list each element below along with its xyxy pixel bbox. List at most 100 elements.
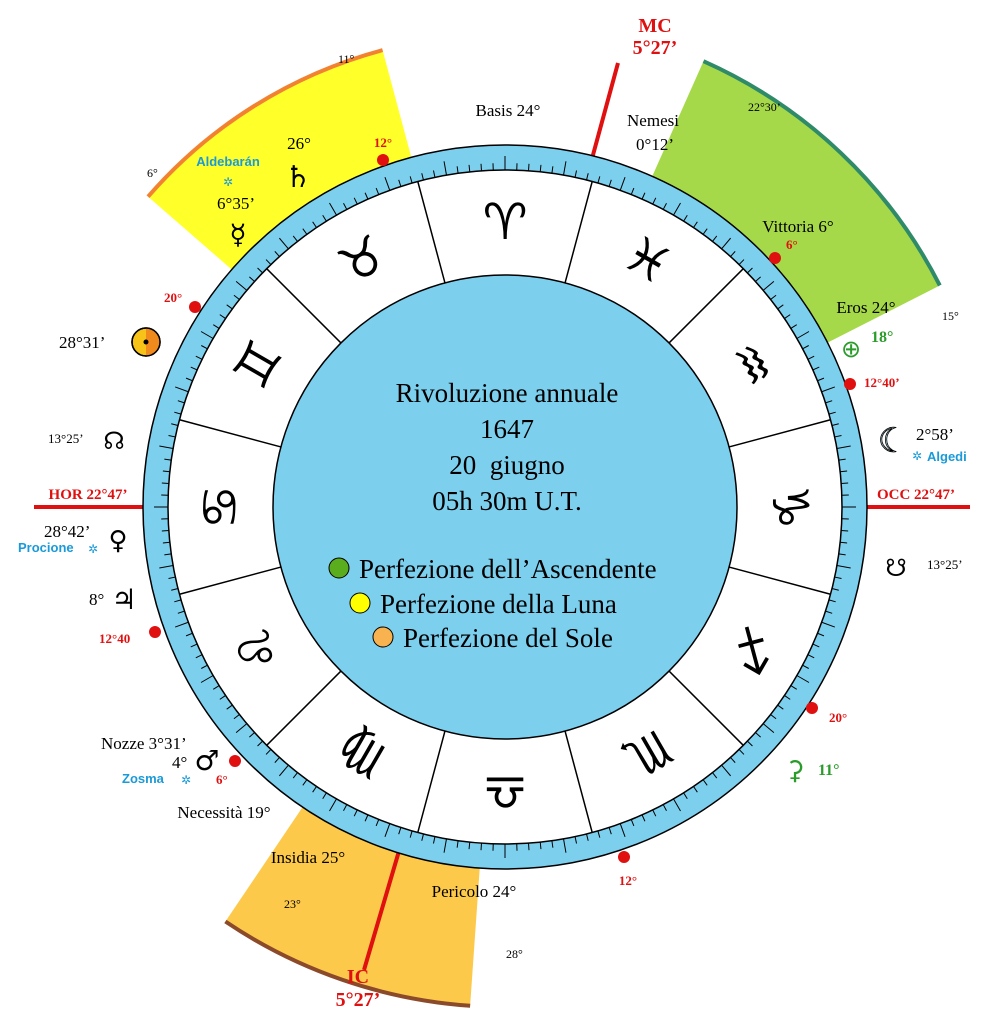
- degree-tick: [375, 819, 380, 827]
- marker-dot-12-top: [377, 154, 389, 166]
- star-aldebaran-icon: ✲: [223, 175, 233, 189]
- degree-tick: [702, 779, 708, 786]
- degree-tick: [201, 664, 208, 669]
- sign-divider: [179, 419, 282, 448]
- degree-tick: [630, 819, 635, 827]
- marker-dot-6-right: [769, 252, 781, 264]
- center-disc: [272, 274, 738, 740]
- sign-divider: [179, 566, 282, 595]
- degree-tick: [608, 179, 612, 187]
- degree-tick: [343, 203, 348, 210]
- degree-tick: [200, 331, 214, 339]
- degree-tick: [586, 173, 589, 181]
- degree-tick: [747, 740, 753, 747]
- earth-icon: ⊕: [841, 335, 861, 363]
- degree-tick: [796, 331, 810, 339]
- sign-divider: [728, 566, 831, 595]
- marker-label-12-bottom: 12°: [619, 873, 637, 888]
- degree-tick: [817, 632, 825, 637]
- degree-tick: [551, 166, 554, 174]
- yellow-sector-end: 11°: [338, 52, 355, 66]
- degree-tick: [840, 470, 848, 473]
- mc-label: MC: [638, 15, 671, 37]
- degree-tick: [219, 695, 226, 700]
- degree-tick: [353, 809, 358, 817]
- degree-tick: [738, 749, 745, 755]
- degree-ticks: [154, 156, 856, 858]
- degree-tick: [834, 576, 842, 580]
- legend-label-ascendant: Perfezione dell’Ascendente: [359, 554, 657, 584]
- degree-tick: [770, 714, 777, 720]
- degree-tick: [825, 610, 833, 614]
- degree-tick: [257, 267, 263, 274]
- part-nemesi-degree: 0°12’: [636, 135, 674, 154]
- mc-axis-line: [588, 62, 620, 167]
- degree-tick: [770, 294, 777, 300]
- degree-tick: [421, 173, 424, 181]
- degree-tick: [641, 814, 646, 822]
- green-sector: [643, 61, 940, 353]
- part-nozze: Nozze 3°31’: [101, 734, 187, 753]
- chart-title: Rivoluzione annuale: [396, 378, 619, 408]
- degree-tick: [213, 324, 220, 329]
- degree-tick: [802, 345, 809, 350]
- degree-tick: [777, 704, 784, 710]
- sign-divider: [668, 268, 744, 344]
- degree-tick: [693, 221, 698, 228]
- saturn-degree: 26°: [287, 134, 311, 153]
- orange-sector-end: 28°: [506, 947, 523, 961]
- sign-divider: [266, 268, 342, 344]
- chart-date: 20 giugno: [449, 450, 565, 480]
- legend-label-sun: Perfezione del Sole: [403, 623, 613, 653]
- degree-tick: [777, 304, 784, 310]
- capricorn-sign: ♑: [761, 485, 819, 530]
- part-nemesi-name: Nemesi: [627, 111, 679, 130]
- degree-tick: [274, 251, 280, 257]
- yellow-sector-edge: [146, 48, 384, 198]
- hor-label: HOR 22°47’: [49, 487, 128, 503]
- degree-tick: [278, 764, 289, 777]
- degree-tick: [574, 836, 578, 844]
- degree-tick: [817, 377, 825, 382]
- degree-tick: [712, 772, 718, 779]
- degree-tick: [683, 792, 688, 799]
- degree-tick: [456, 166, 459, 174]
- star-zosma-icon: ✲: [181, 773, 191, 787]
- moon-degree: 2°58’: [916, 425, 954, 444]
- degree-tick: [662, 203, 667, 210]
- legend-label-moon: Perfezione della Luna: [380, 589, 617, 619]
- degree-tick: [168, 576, 176, 580]
- degree-tick: [185, 377, 193, 382]
- moon-icon: ☾: [878, 421, 908, 461]
- degree-tick: [574, 170, 578, 178]
- degree-tick: [171, 588, 179, 591]
- degree-tick: [652, 809, 657, 817]
- sign-divider: [564, 181, 593, 284]
- orange-sector-start: 23°: [284, 897, 301, 911]
- degree-tick: [292, 772, 298, 779]
- degree-tick: [364, 192, 369, 200]
- ceres-icon: ⚳: [785, 756, 804, 786]
- degree-tick: [174, 411, 182, 415]
- degree-tick: [551, 840, 554, 848]
- degree-tick: [790, 324, 797, 329]
- marker-dot-20-right: [806, 702, 818, 714]
- degree-tick: [329, 798, 337, 812]
- degree-tick: [641, 192, 646, 200]
- degree-tick: [432, 170, 436, 178]
- degree-tick: [539, 842, 542, 850]
- venus-icon: ♀: [108, 526, 127, 556]
- degree-tick: [219, 314, 226, 319]
- degree-tick: [812, 643, 820, 648]
- degree-tick: [235, 280, 248, 291]
- ceres-degree: 11°: [818, 762, 840, 779]
- degree-tick: [174, 386, 189, 393]
- degree-tick: [164, 553, 172, 556]
- degree-tick: [190, 643, 198, 648]
- degree-tick: [233, 714, 240, 720]
- degree-tick: [249, 276, 255, 282]
- libra-sign: ♎: [483, 763, 528, 821]
- degree-tick: [807, 355, 815, 360]
- degree-tick: [190, 366, 198, 371]
- sun-icon: [131, 327, 161, 357]
